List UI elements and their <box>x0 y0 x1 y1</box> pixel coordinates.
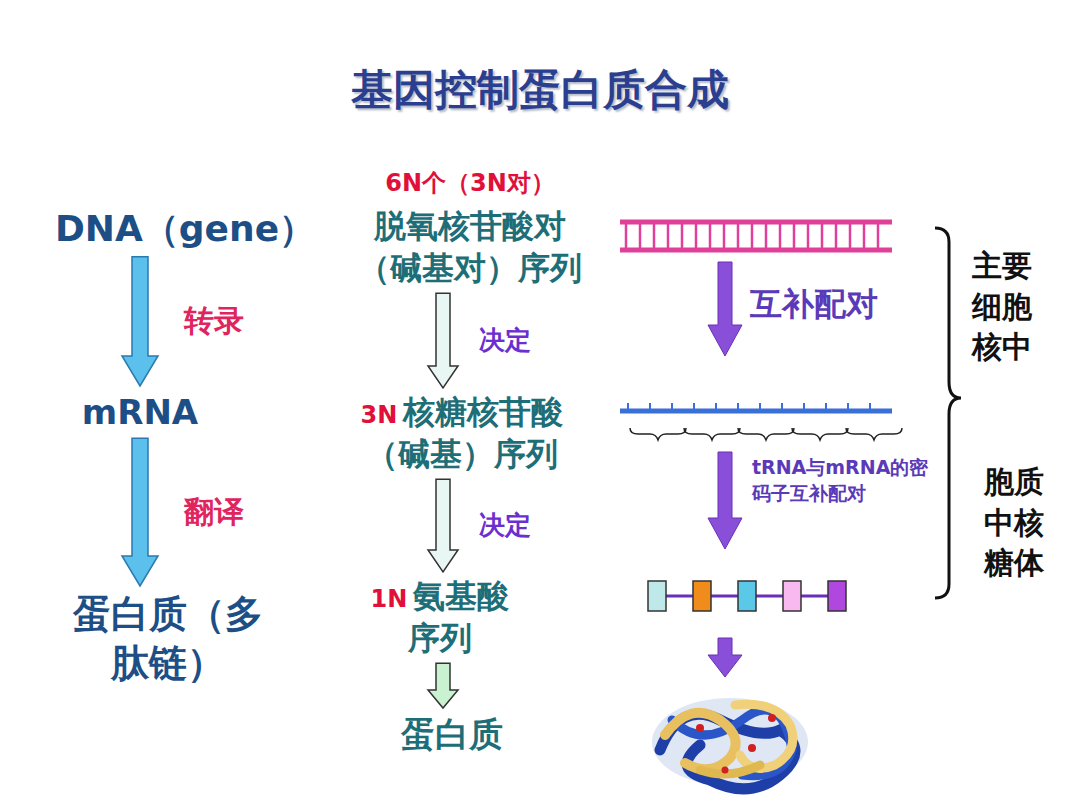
mrna-strand <box>620 400 892 411</box>
text-node: DNA（gene） <box>45 206 325 253</box>
node-text: mRNA <box>82 392 198 432</box>
shape-part <box>792 428 848 440</box>
annotation: 互补配对 <box>750 284 925 324</box>
shape-part <box>693 581 711 611</box>
text-node: 蛋白质 <box>377 712 527 756</box>
text-node: 蛋白质（多肽链） <box>70 590 266 689</box>
shape-part <box>700 765 760 774</box>
shape-part <box>620 248 892 253</box>
node-text: 氨基酸序列 <box>408 577 509 657</box>
node-text: 蛋白质（多肽链） <box>73 592 263 685</box>
braces <box>935 228 961 598</box>
shape-part <box>735 704 793 768</box>
shape-part <box>935 228 961 414</box>
annotation: tRNA与mRNA的密码子互补配对 <box>752 455 938 506</box>
shape-part <box>738 581 756 611</box>
shape-part <box>708 638 742 677</box>
shape-part <box>684 428 740 440</box>
shape-part <box>622 222 890 250</box>
shape-part <box>722 767 729 774</box>
shape-part <box>648 581 666 611</box>
annotation: 6N个（3N对） <box>352 168 588 198</box>
protein-model <box>652 698 808 789</box>
title: 基因控制蛋白质合成 <box>0 62 1080 118</box>
dna-ladder <box>620 222 892 250</box>
annotation: 主要细胞核中 <box>972 246 1036 368</box>
shape-part <box>748 744 756 752</box>
shape-part <box>620 409 892 414</box>
node-text: 脱氧核苷酸对（碱基对）序列 <box>358 207 582 287</box>
text-node: 3N核糖核苷酸（碱基）序列 <box>355 392 569 475</box>
shape-part <box>665 713 736 770</box>
flow-arrow <box>122 257 158 386</box>
purple-arrows <box>708 262 742 677</box>
shape-part <box>630 428 686 440</box>
shape-part <box>708 452 742 549</box>
flow-arrow <box>428 293 458 388</box>
shape-part <box>738 428 794 440</box>
edge-label: 决定 <box>479 323 531 358</box>
count-label: 3N <box>361 401 398 429</box>
flow-arrow <box>428 479 458 572</box>
amino-acid-chain <box>648 581 846 611</box>
text-node: 脱氧核苷酸对（碱基对）序列 <box>352 206 588 289</box>
shape-part <box>783 581 801 611</box>
annotation: 胞质中核糖体 <box>984 462 1048 584</box>
edge-label: 决定 <box>479 508 531 543</box>
shape-part <box>846 428 902 440</box>
edge-label: 翻译 <box>184 492 244 533</box>
codon-brackets <box>630 428 902 440</box>
node-text: 蛋白质 <box>401 714 503 754</box>
text-node: mRNA <box>50 390 230 434</box>
shape-part <box>828 581 846 611</box>
node-text: DNA（gene） <box>55 208 315 249</box>
count-label: 1N <box>371 585 408 613</box>
shape-part <box>620 220 892 225</box>
shape-part <box>696 724 704 732</box>
flow-arrow <box>428 663 458 708</box>
edge-label: 转录 <box>184 301 244 342</box>
shape-part <box>935 414 949 598</box>
text-node: 1N氨基酸序列 <box>369 576 511 659</box>
shape-part <box>768 714 776 722</box>
flow-arrow <box>122 438 158 586</box>
shape-part <box>708 262 742 356</box>
